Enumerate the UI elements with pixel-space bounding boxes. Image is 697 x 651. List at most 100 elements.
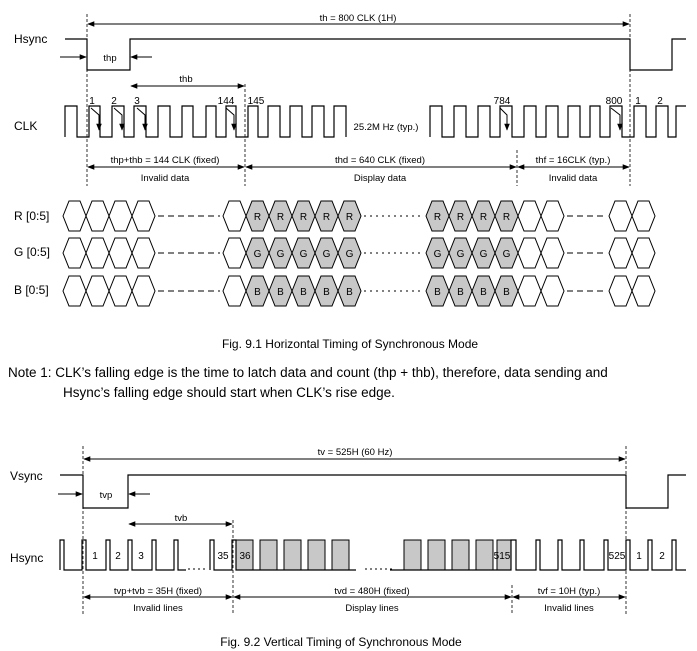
g-bus-cell [222,237,247,269]
tvb-label: tvb [175,513,188,524]
g-bus-cell-letter: G [277,249,285,260]
r-bus-cell-letter: R [457,212,464,223]
b-bus-cell [131,275,156,307]
fig2-hsync-waveform-mid [209,539,356,571]
r-bus-cell [517,200,542,232]
line-num-2b: 2 [659,551,665,562]
g-bus-cell-letter: G [480,249,488,260]
g-bus-cell [540,237,565,269]
clk-num-800: 800 [606,96,623,107]
g-bus-cell [608,237,633,269]
r-bus-cell-letter: R [277,212,284,223]
r-bus-cell [631,200,656,232]
fig1-period-2-top: thd = 640 CLK (fixed) [335,155,425,166]
r-bus-cell-letter: R [254,212,261,223]
line-num-3: 3 [138,551,144,562]
b-bus-cell [108,275,133,307]
g-bus-cell-letter: G [323,249,331,260]
r-bus-cell-letter: R [346,212,353,223]
b-bus-cell [540,275,565,307]
g-bus-cell [85,237,110,269]
hsync-label: Hsync [14,32,47,46]
b-bus-cell [85,275,110,307]
line-num-35: 35 [217,551,229,562]
fig1-period-1-top: thp+thb = 144 CLK (fixed) [111,155,220,166]
b-bus-cell [608,275,633,307]
fig2-hsync-label: Hsync [10,551,43,565]
line-num-515: 515 [494,551,511,562]
fig2-period-1-top: tvp+tvb = 35H (fixed) [114,586,202,597]
r-bus-cell-letter: R [480,212,487,223]
r-bus-cell [108,200,133,232]
b-bus-cell-letter: B [277,287,284,298]
b-bus-cell-letter: B [254,287,261,298]
g-bus-cell [337,237,362,269]
g-bus-cell-letter: G [457,249,465,260]
vsync-label: Vsync [10,469,43,483]
line-num-525: 525 [609,551,626,562]
fig2-period-1-bottom: Invalid lines [133,603,183,614]
fig2-period-2-bottom: Display lines [345,603,399,614]
g-bus-cell [517,237,542,269]
fig2-period-3-bottom: Invalid lines [544,603,594,614]
r-bus-cell [222,200,247,232]
fig2-period-2-top: tvd = 480H (fixed) [334,586,409,597]
thp-label: thp [103,53,116,64]
r-bus-cell [540,200,565,232]
fig1-period-3-top: thf = 16CLK (typ.) [536,155,611,166]
clk-frequency-label: 25.2M Hz (typ.) [354,122,419,133]
b-bus-cell-letter: B [457,287,464,298]
fig2-period-3-top: tvf = 10H (typ.) [538,586,601,597]
fig1-period-3-bottom: Invalid data [549,173,598,184]
g-bus-label: G [0:5] [14,245,50,259]
b-bus-cell-letter: B [323,287,330,298]
clk-num-145: 145 [248,96,265,107]
g-bus-cell-letter: G [254,249,262,260]
th-label: th = 800 CLK (1H) [320,13,397,24]
fig1-caption: Fig. 9.1 Horizontal Timing of Synchronou… [222,337,478,351]
clk-waveform-left [64,105,347,138]
g-bus-cell [108,237,133,269]
g-bus-cell-letter: G [503,249,511,260]
vsync-waveform [60,474,686,509]
clk-num-2b: 2 [657,96,663,107]
r-bus-cell-letter: R [323,212,330,223]
note-block: Note 1: CLK’s falling edge is the time t… [8,365,608,400]
line-num-36: 36 [239,551,251,562]
fig2-vertical-timing: Vsync Hsync tv = 525H (60 Hz) tvp tvb [10,446,686,649]
b-bus-cell [517,275,542,307]
fig1-horizontal-timing: Hsync CLK R [0:5] G [0:5] B [0:5] th = 8… [14,13,686,351]
fig1-period-1-bottom: Invalid data [141,173,190,184]
fig2-caption: Fig. 9.2 Vertical Timing of Synchronous … [220,635,462,649]
note-line-1: Note 1: CLK’s falling edge is the time t… [8,365,608,380]
line-num-1b: 1 [636,551,642,562]
g-bus-cell [631,237,656,269]
b-bus-cell [222,275,247,307]
g-bus-cell-letter: G [434,249,442,260]
r-bus-cell-letter: R [434,212,441,223]
clk-label: CLK [14,119,37,133]
fig2-hsync-waveform-right [390,539,686,571]
fig2-display-pulses [235,539,512,571]
clk-num-3: 3 [134,96,140,107]
g-bus-cell-letter: G [300,249,308,260]
r-bus-cell [131,200,156,232]
fig1-period-2-bottom: Display data [354,173,407,184]
g-bus-cell [131,237,156,269]
fig2-hsync-waveform-left [59,539,186,571]
r-bus-cell [85,200,110,232]
b-bus-cell-letter: B [434,287,441,298]
clk-num-1: 1 [89,96,95,107]
clk-num-2: 2 [111,96,117,107]
hsync-waveform [65,38,686,71]
b-bus-cell-letter: B [346,287,353,298]
r-bus-cell [608,200,633,232]
b-bus-cell [337,275,362,307]
r-bus-cell-letter: R [300,212,307,223]
b-bus-cell [631,275,656,307]
tv-label: tv = 525H (60 Hz) [318,447,393,458]
